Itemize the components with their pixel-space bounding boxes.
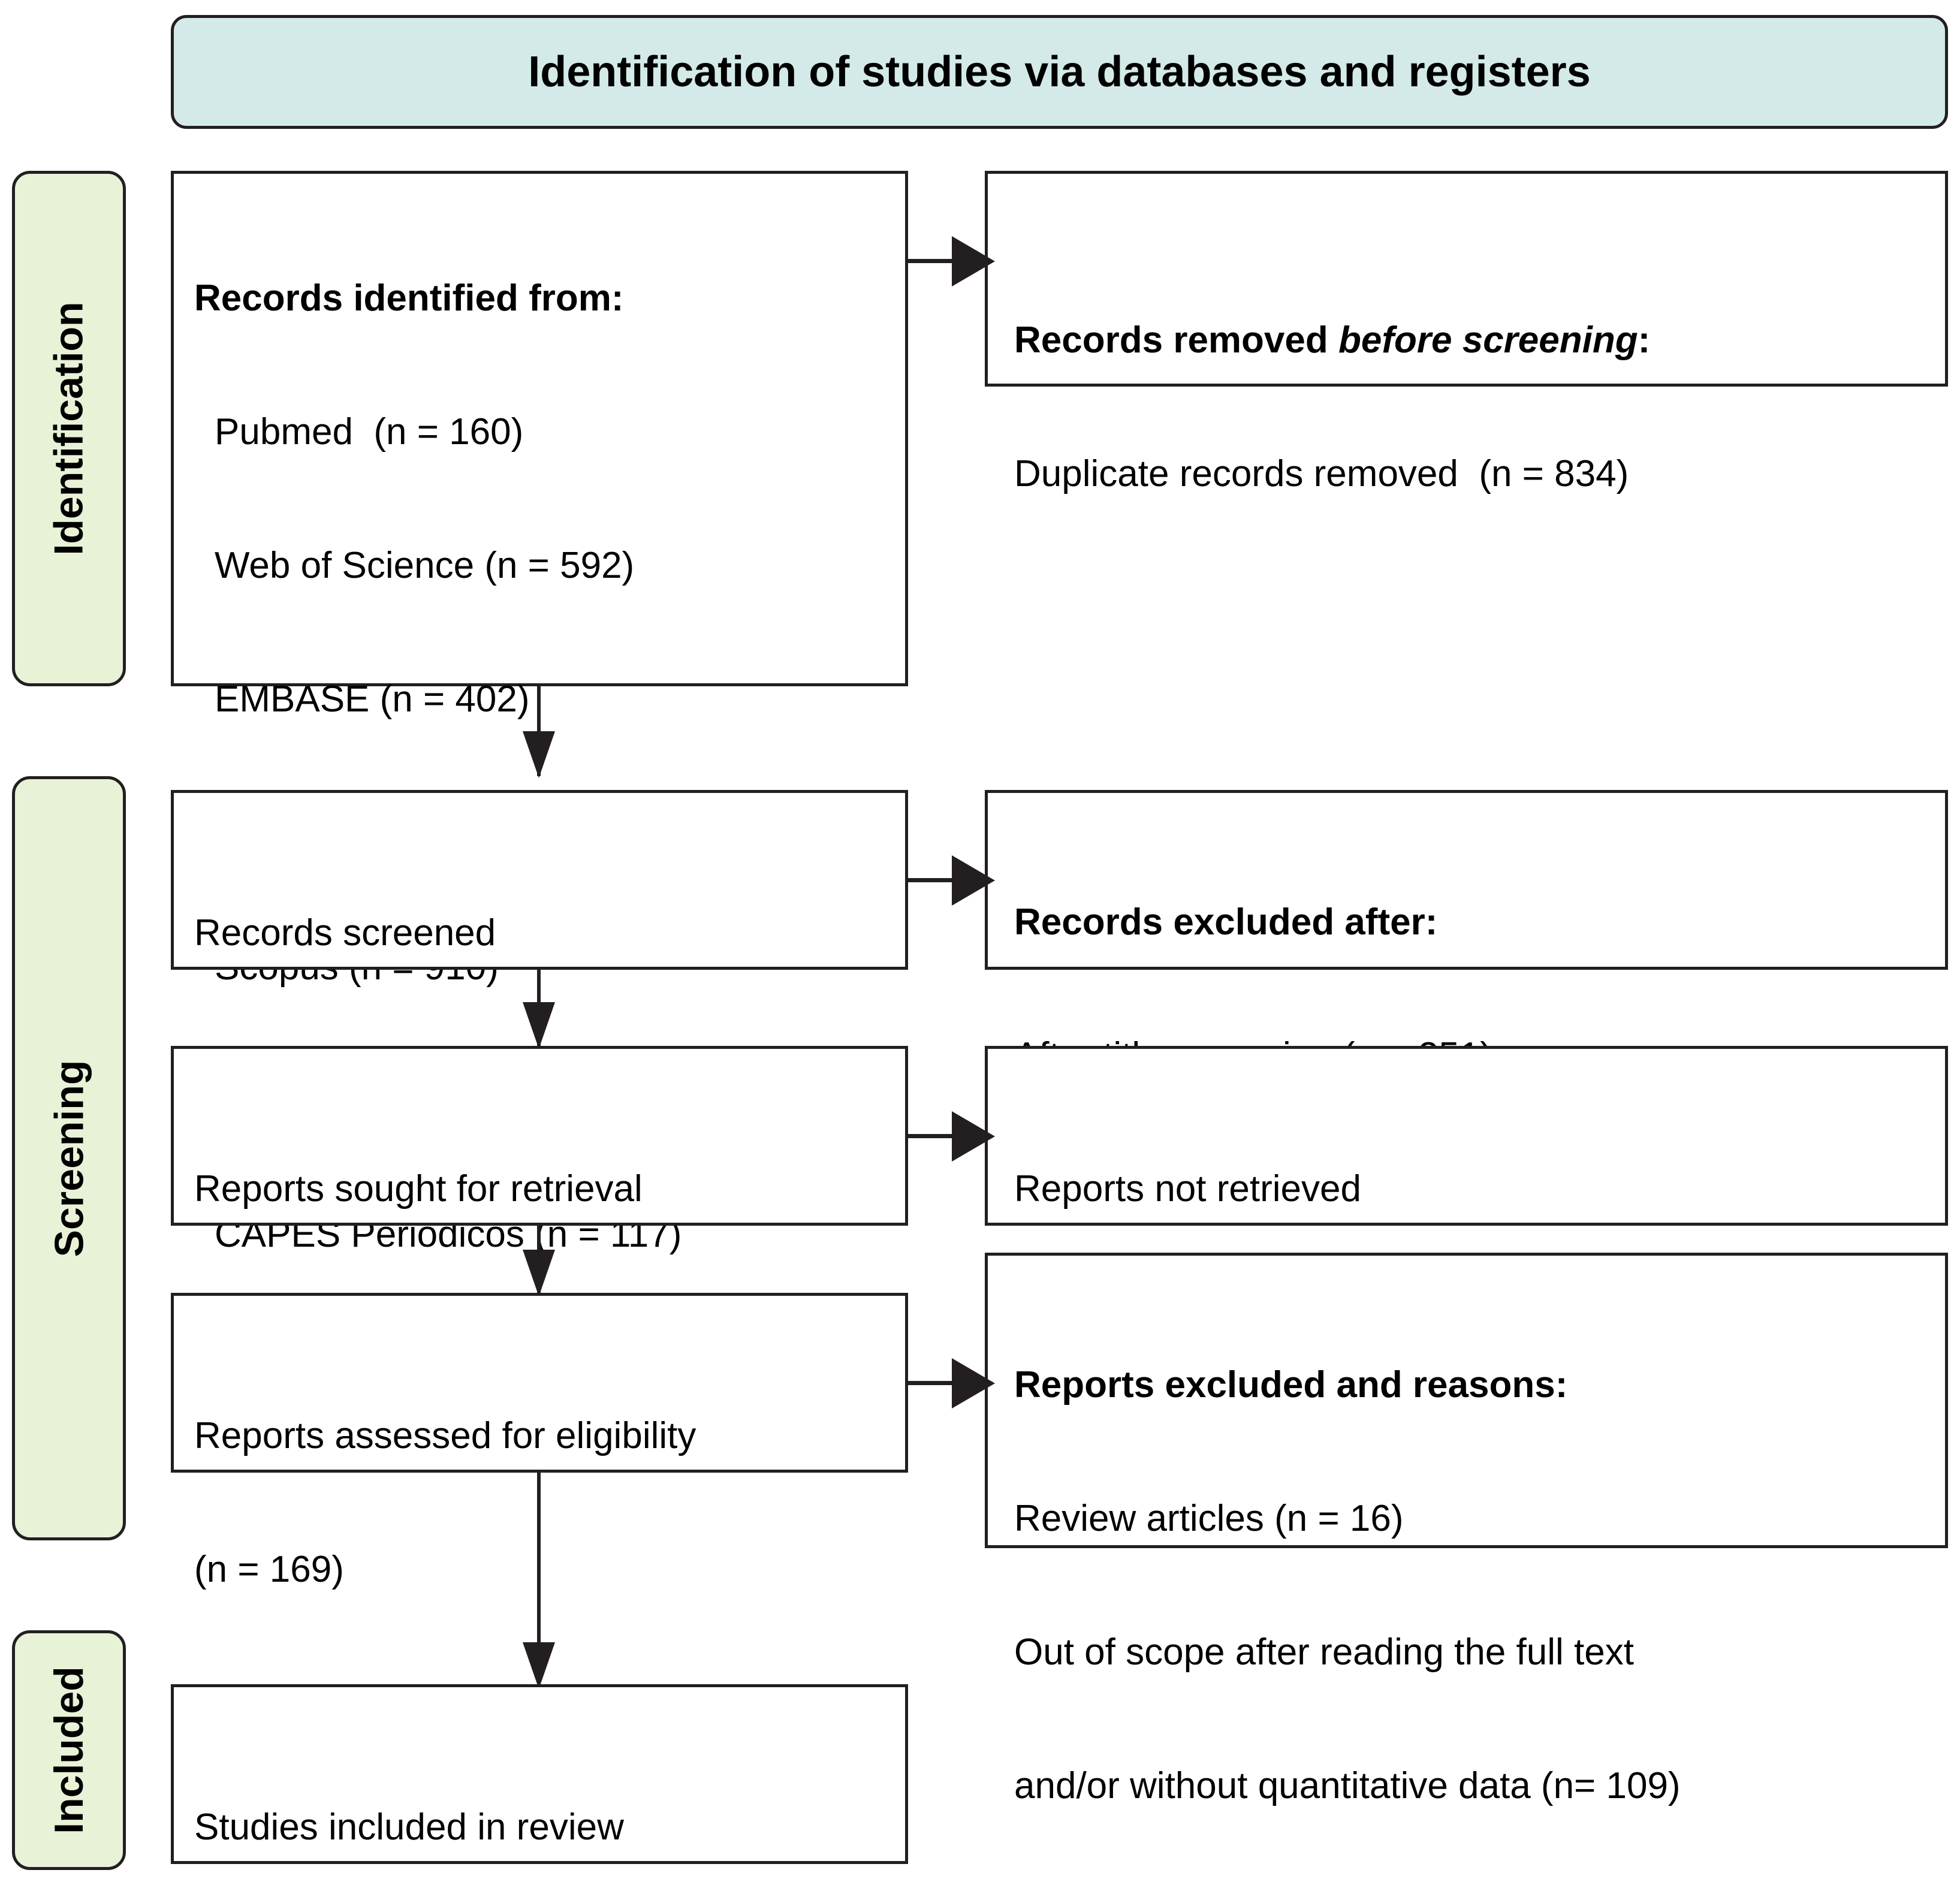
reports-assessed-label: Reports assessed for eligibility: [194, 1414, 696, 1456]
records-removed-duplicates: Duplicate records removed (n = 834): [1014, 453, 1629, 494]
arrowhead-assessed-to-included: [523, 1642, 555, 1689]
box-records-removed: Records removed before screening: Duplic…: [985, 171, 1948, 494]
records-excluded-heading: Records excluded after:: [1014, 901, 1438, 943]
stage-tab-included: Included: [12, 1630, 126, 1870]
box-records-identified: Records identified from: Pubmed (n = 160…: [171, 171, 908, 1389]
arrowhead-sought-to-assessed: [523, 1250, 555, 1296]
reports-assessed-count: (n = 169): [194, 1548, 344, 1590]
records-identified-source: Web of Science (n = 592): [215, 545, 635, 587]
box-records-screened: Records screened (n = 2 003): [171, 790, 908, 1087]
box-reports-excluded: Reports excluded and reasons: Review art…: [985, 1253, 1948, 1806]
reports-excluded-out-of-scope-2: and/or without quantitative data (n= 109…: [1014, 1765, 1681, 1807]
records-identified-source: EMBASE (n = 402): [215, 678, 530, 720]
box-studies-included: Studies included in review (n = 37): [171, 1684, 908, 1864]
records-identified-source: Pubmed (n = 160): [215, 411, 524, 453]
connector-assessed-to-included: [537, 1473, 541, 1676]
reports-not-retrieved-label: Reports not retrieved: [1014, 1168, 1361, 1210]
arrowhead-assessed-to-excluded: [952, 1358, 995, 1409]
records-identified-heading: Records identified from:: [194, 277, 624, 319]
connector-sought-to-not-retrieved: [908, 1134, 953, 1138]
box-reports-not-retrieved: Reports not retrieved (n = 40): [985, 1046, 1948, 1343]
connector-screened-to-excluded: [908, 878, 953, 882]
stage-tab-identification: Identification: [12, 171, 126, 686]
records-removed-heading: Records removed before screening:: [1014, 319, 1651, 361]
box-reports-sought: Reports sought for retrieval (n = 209): [171, 1046, 908, 1343]
studies-included-label: Studies included in review: [194, 1806, 624, 1848]
page-title: Identification of studies via databases …: [528, 48, 1591, 96]
records-screened-label: Records screened: [194, 912, 496, 954]
arrowhead-sought-to-not-retrieved: [952, 1111, 995, 1162]
reports-excluded-out-of-scope-1: Out of scope after reading the full text: [1014, 1631, 1634, 1673]
stage-label-identification: Identification: [46, 301, 92, 556]
stage-label-included: Included: [46, 1666, 92, 1834]
stage-tab-screening: Screening: [12, 776, 126, 1540]
connector-identified-to-removed: [908, 259, 953, 263]
reports-excluded-review-articles: Review articles (n = 16): [1014, 1497, 1404, 1539]
arrowhead-identified-to-removed: [952, 236, 995, 286]
arrowhead-identified-to-screened: [523, 731, 555, 778]
reports-sought-label: Reports sought for retrieval: [194, 1168, 643, 1210]
diagram-header-banner: Identification of studies via databases …: [171, 15, 1948, 129]
reports-excluded-heading: Reports excluded and reasons:: [1014, 1364, 1568, 1406]
box-reports-assessed: Reports assessed for eligibility (n = 16…: [171, 1293, 908, 1590]
box-records-excluded: Records excluded after: After title scre…: [985, 790, 1948, 1210]
connector-assessed-to-excluded: [908, 1381, 953, 1385]
arrowhead-screened-to-sought: [523, 1002, 555, 1049]
stage-label-screening: Screening: [46, 1060, 92, 1257]
arrowhead-screened-to-excluded: [952, 855, 995, 906]
